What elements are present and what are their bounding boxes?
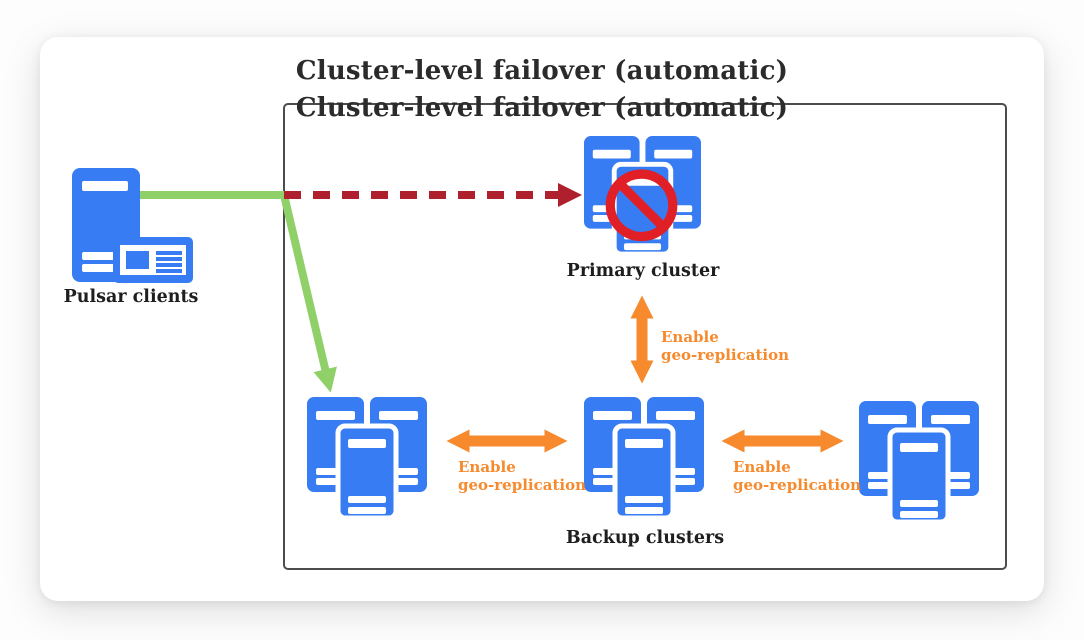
geo-replication-label-right: Enable geo-replication	[733, 458, 861, 494]
primary-cluster-icon	[584, 136, 701, 257]
geo-label-line2: geo-replication	[458, 476, 586, 494]
backup-cluster-center-icon	[584, 397, 704, 521]
backup-cluster-right-icon	[859, 401, 979, 525]
geo-label-line1: Enable	[733, 458, 791, 476]
diagram-title: Cluster-level failover (automatic)	[295, 56, 789, 86]
geo-label-line2: geo-replication	[661, 346, 789, 364]
primary-cluster-label: Primary cluster	[566, 261, 720, 281]
backup-cluster-left-icon	[307, 397, 427, 521]
geo-label-line2: geo-replication	[733, 476, 861, 494]
geo-label-line1: Enable	[458, 458, 516, 476]
geo-replication-label-left: Enable geo-replication	[458, 458, 586, 494]
backup-clusters-label: Backup clusters	[565, 528, 725, 548]
geo-label-line1: Enable	[661, 328, 719, 346]
prohibition-icon	[605, 169, 678, 242]
geo-replication-label-vertical: Enable geo-replication	[661, 328, 789, 364]
pulsar-clients-icon	[72, 168, 193, 283]
diagram-title: Cluster-level failover (automatic)	[295, 93, 789, 123]
client-card	[113, 237, 193, 283]
pulsar-clients-label: Pulsar clients	[63, 287, 199, 307]
